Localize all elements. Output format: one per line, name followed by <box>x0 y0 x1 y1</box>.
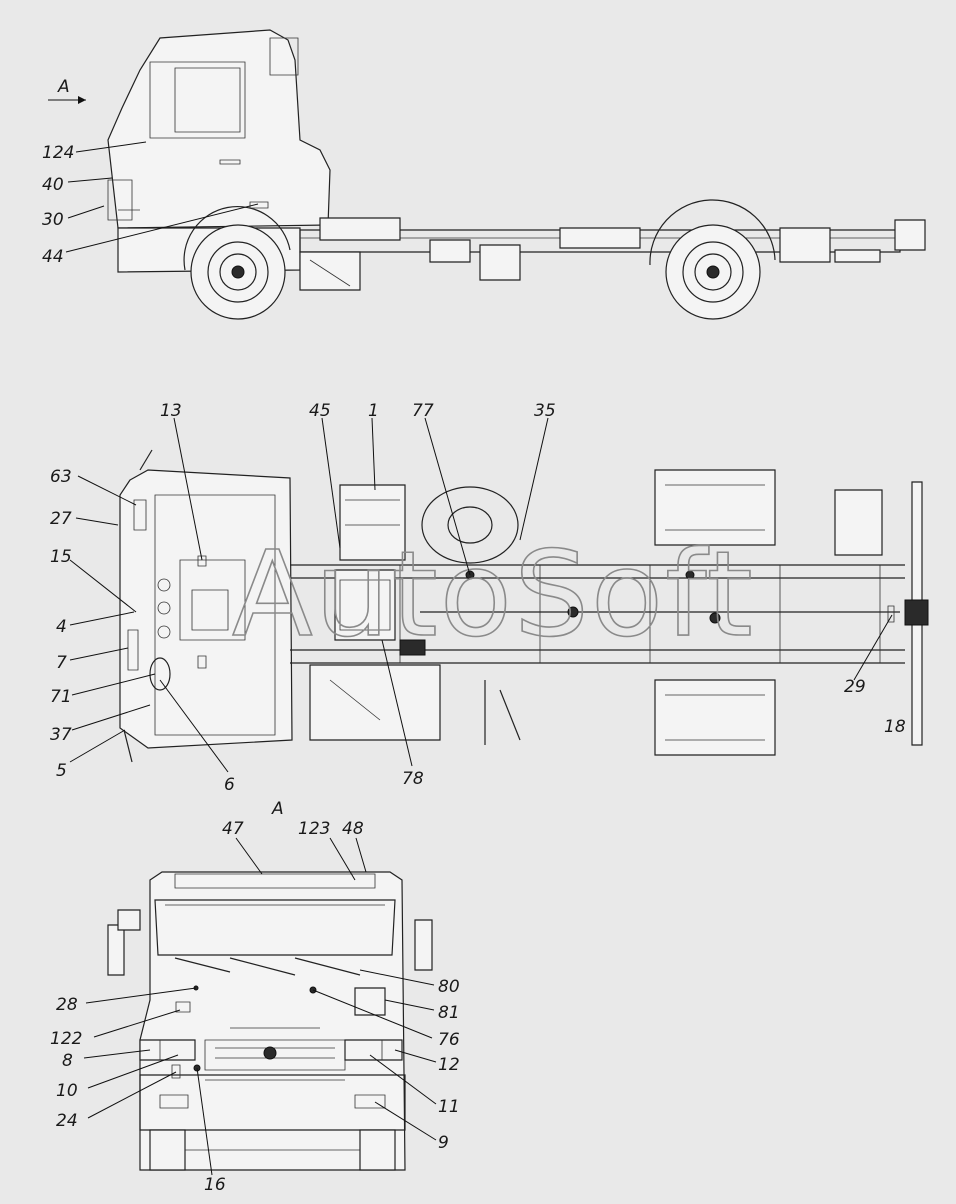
callout-6: 6 <box>224 775 235 795</box>
callout-27: 27 <box>50 509 72 529</box>
callout-8: 8 <box>62 1051 73 1071</box>
callout-11: 11 <box>438 1097 460 1117</box>
callout-37: 37 <box>50 725 72 745</box>
callout-123: 123 <box>298 819 330 839</box>
callout-80: 80 <box>438 977 460 997</box>
callout-5: 5 <box>56 761 67 781</box>
callout-44: 44 <box>42 247 64 267</box>
callout-48: 48 <box>342 819 364 839</box>
callout-1: 1 <box>368 401 379 421</box>
watermark: AutoSoft <box>232 525 755 663</box>
callout-13: 13 <box>160 401 182 421</box>
side-arrow-label: A <box>57 77 70 97</box>
callout-40: 40 <box>42 175 64 195</box>
callout-47: 47 <box>222 819 244 839</box>
callout-16: 16 <box>204 1175 226 1195</box>
callout-35: 35 <box>534 401 556 421</box>
side-view: A 124 40 30 44 <box>42 29 926 320</box>
callout-77: 77 <box>412 401 434 421</box>
callout-24: 24 <box>56 1111 78 1131</box>
top-view: AutoSoft 13 45 1 77 35 63 27 15 4 7 71 3… <box>50 401 929 795</box>
callout-29: 29 <box>844 677 866 697</box>
callout-10: 10 <box>56 1081 78 1101</box>
callout-18: 18 <box>884 717 906 737</box>
front-view: A <box>50 799 460 1195</box>
callout-7: 7 <box>56 653 67 673</box>
callout-63: 63 <box>50 467 72 487</box>
front-view-title: A <box>271 799 284 819</box>
callout-15: 15 <box>50 547 72 567</box>
callout-30: 30 <box>42 210 64 230</box>
callout-78: 78 <box>402 769 424 789</box>
callout-28: 28 <box>56 995 78 1015</box>
callout-76: 76 <box>438 1030 460 1050</box>
callout-122: 122 <box>50 1029 82 1049</box>
callout-45: 45 <box>309 401 331 421</box>
callout-4: 4 <box>56 617 67 637</box>
callout-9: 9 <box>438 1133 449 1153</box>
callout-12: 12 <box>438 1055 460 1075</box>
callout-81: 81 <box>438 1003 460 1023</box>
callout-71: 71 <box>50 687 72 707</box>
callout-124: 124 <box>42 143 74 163</box>
